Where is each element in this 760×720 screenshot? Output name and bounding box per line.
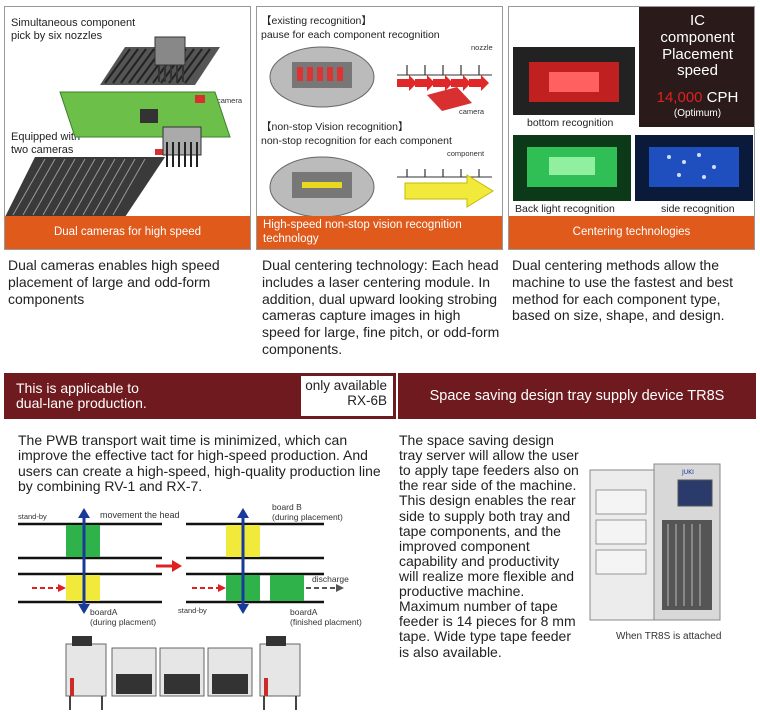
standby-label-2: stand-by bbox=[178, 606, 207, 615]
tr8s-banner-text: Space saving design tray supply device T… bbox=[429, 388, 725, 404]
cph-value: 14,000 bbox=[656, 89, 703, 106]
board-b-label: board B (during placement) bbox=[272, 502, 343, 522]
dual-lane-text: This is applicable to dual-lane producti… bbox=[16, 380, 147, 412]
production-line-image bbox=[65, 636, 301, 710]
vision-recognition-bar: High-speed non-stop vision recognition t… bbox=[257, 216, 502, 249]
centering-technologies-bar: Centering technologies bbox=[509, 216, 754, 249]
tray-server-text: The space saving design tray server will… bbox=[399, 432, 579, 660]
existing-recognition-sub: pause for each component recognition bbox=[261, 29, 440, 41]
dual-cameras-bar: Dual cameras for high speed bbox=[5, 216, 250, 249]
panel-vision-recognition: 【existing recognition】 pause for each co… bbox=[256, 6, 503, 250]
side-recognition-label: side recognition bbox=[661, 203, 735, 215]
ic-placement-title: IC component Placement speed bbox=[660, 12, 735, 80]
description-centering-methods: Dual centering methods allow the machine… bbox=[512, 257, 734, 324]
nozzle-label: nozzle bbox=[471, 43, 493, 52]
board-a-during-label: boardA (during placment) bbox=[90, 607, 157, 627]
nonstop-recognition-sub: non-stop recognition for each component bbox=[261, 135, 452, 147]
cph-readout: 14,000 CPH bbox=[639, 89, 754, 107]
dual-lane-diagram bbox=[18, 508, 344, 614]
tr8s-caption: When TR8S is attached bbox=[616, 631, 722, 642]
vision-recognition-illustration bbox=[269, 46, 494, 218]
rx6b-badge: only available RX-6B bbox=[301, 376, 393, 416]
svg-text:JUKI: JUKI bbox=[681, 469, 694, 476]
camera-label: camera bbox=[217, 96, 243, 105]
camera-label-2: camera bbox=[459, 107, 485, 116]
tr8s-banner: Space saving design tray supply device T… bbox=[398, 373, 756, 419]
backlight-recognition-label: Back light recognition bbox=[515, 203, 615, 215]
description-dual-centering: Dual centering technology: Each head inc… bbox=[262, 257, 500, 357]
cph-unit: CPH bbox=[702, 89, 739, 106]
dual-lane-banner: This is applicable to dual-lane producti… bbox=[4, 373, 396, 419]
standby-label: stand-by bbox=[18, 512, 47, 521]
bottom-recognition-label: bottom recognition bbox=[527, 117, 614, 129]
dual-camera-illustration bbox=[5, 36, 231, 217]
description-dual-cameras: Dual cameras enables high speed placemen… bbox=[8, 257, 220, 307]
tr8s-machine-image: JUKI bbox=[589, 463, 721, 621]
board-a-finished-label: boardA (finished placment) bbox=[290, 607, 362, 627]
simultaneous-pick-label: Simultaneous component pick by six nozzl… bbox=[11, 17, 136, 43]
panel-centering-technologies: IC component Placement speed 14,000 CPH … bbox=[508, 6, 755, 250]
centering-illustration bbox=[513, 7, 754, 201]
discharge-label: discharge bbox=[312, 574, 349, 584]
nonstop-recognition-title: 【non-stop Vision recognition】 bbox=[261, 121, 409, 133]
optimum-label: (Optimum) bbox=[673, 108, 722, 119]
component-label: component bbox=[447, 149, 485, 158]
movement-head-label: movement the head bbox=[100, 510, 180, 520]
existing-recognition-title: 【existing recognition】 bbox=[261, 15, 372, 27]
panel-dual-cameras: Simultaneous component pick by six nozzl… bbox=[4, 6, 251, 250]
pwb-transport-text: The PWB transport wait time is minimized… bbox=[18, 432, 381, 495]
